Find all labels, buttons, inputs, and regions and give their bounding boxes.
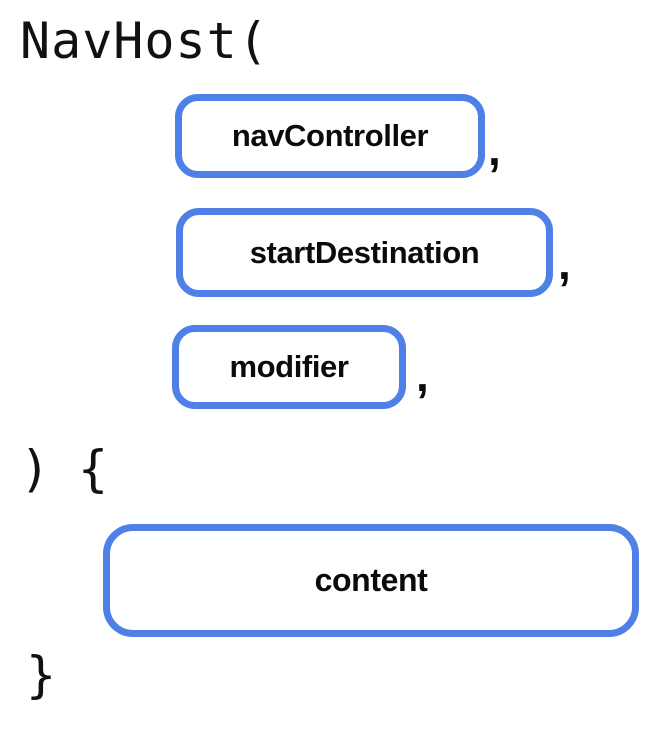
- param-separator-navcontroller: ,: [488, 123, 501, 175]
- param-separator-modifier: ,: [416, 349, 429, 401]
- param-box-startdestination[interactable]: startDestination: [176, 208, 553, 297]
- param-label-startdestination: startDestination: [249, 234, 480, 270]
- code-token-close-paren: ): [20, 440, 52, 498]
- code-token-close-brace: }: [26, 646, 58, 704]
- code-token-navhost-open: NavHost(: [20, 12, 269, 70]
- param-label-navcontroller: navController: [231, 118, 429, 153]
- param-label-content: content: [314, 562, 428, 598]
- param-box-modifier[interactable]: modifier: [172, 325, 406, 409]
- code-token-open-brace: {: [78, 440, 110, 498]
- param-separator-startdestination: ,: [558, 237, 571, 289]
- param-box-content[interactable]: content: [103, 524, 639, 637]
- param-label-modifier: modifier: [229, 349, 349, 384]
- param-box-navcontroller[interactable]: navController: [175, 94, 485, 178]
